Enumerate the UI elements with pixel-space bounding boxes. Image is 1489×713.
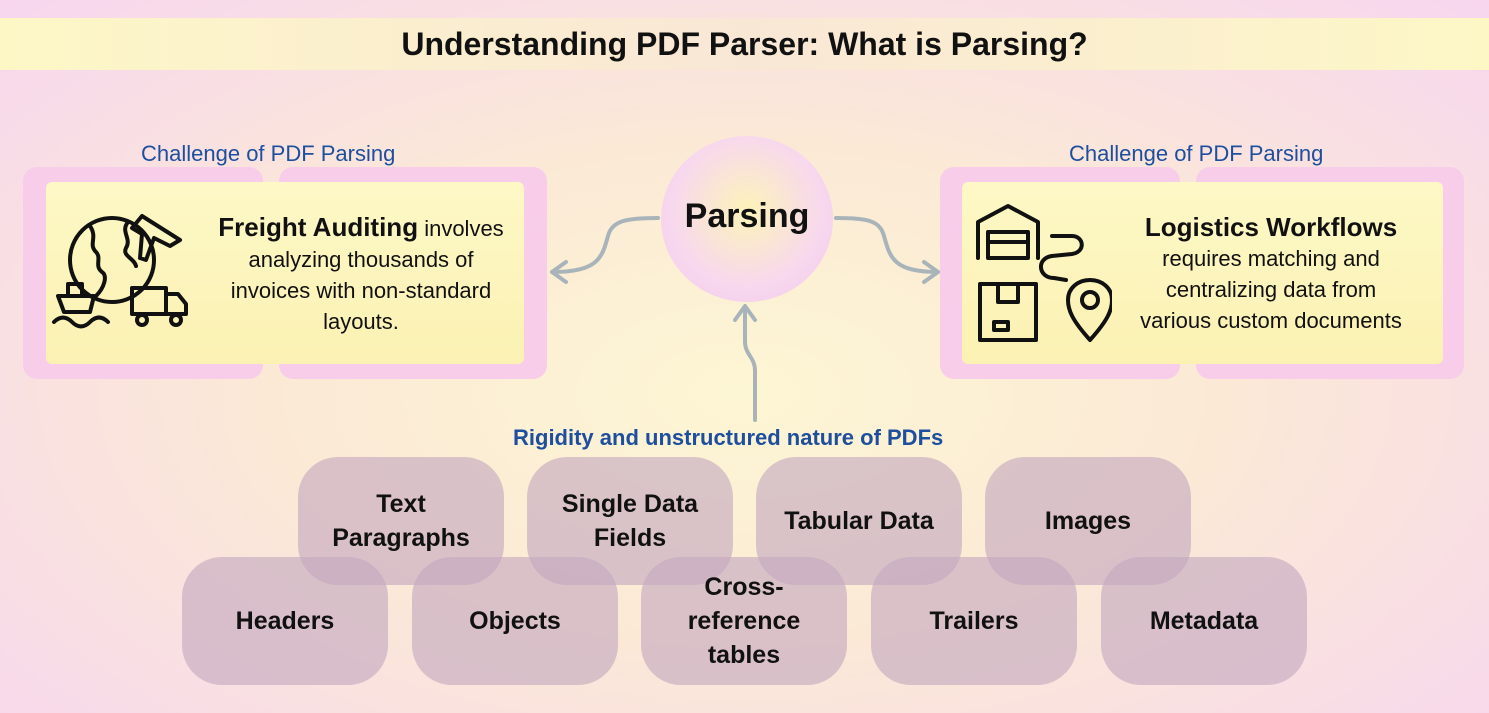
element-pill-trailers: Trailers <box>871 557 1077 685</box>
right-card: Logistics Workflows requires matching an… <box>962 182 1443 364</box>
freight-globe-ship-truck-icon <box>52 214 188 329</box>
right-card-line2: centralizing data from <box>1165 277 1377 302</box>
parsing-hub: Parsing <box>661 136 833 302</box>
left-card: Freight Auditing involves analyzing thou… <box>46 182 524 364</box>
left-card-line4: layouts. <box>323 309 399 334</box>
arrow-to-left-card <box>550 216 660 274</box>
element-pill-cross-reference-tables: Cross-reference tables <box>641 557 847 685</box>
right-card-line1: requires matching and <box>1162 246 1380 271</box>
element-pill-metadata: Metadata <box>1101 557 1307 685</box>
arrow-head-right <box>922 260 940 284</box>
arrow-up-to-hub <box>743 306 757 422</box>
left-card-caption: Challenge of PDF Parsing <box>141 141 396 166</box>
bottom-caption: Rigidity and unstructured nature of PDFs <box>513 425 944 450</box>
right-card-text: Logistics Workflows requires matching an… <box>1112 212 1430 336</box>
arrow-head-left <box>550 260 568 284</box>
arrow-head-up <box>733 304 757 322</box>
element-pill-headers: Headers <box>182 557 388 685</box>
right-card-heading: Logistics Workflows <box>1144 212 1398 242</box>
left-card-text: Freight Auditing involves analyzing thou… <box>196 212 526 337</box>
left-card-line2: analyzing thousands of <box>248 247 474 272</box>
element-pill-objects: Objects <box>412 557 618 685</box>
title-bar: Understanding PDF Parser: What is Parsin… <box>0 18 1489 70</box>
left-card-line1: involves <box>424 216 504 241</box>
warehouse-box-location-icon <box>976 204 1112 342</box>
page-title: Understanding PDF Parser: What is Parsin… <box>401 25 1088 62</box>
right-card-line3: various custom documents <box>1140 308 1402 333</box>
right-card-caption: Challenge of PDF Parsing <box>1069 141 1324 166</box>
left-card-heading: Freight Auditing <box>218 212 419 242</box>
hub-label: Parsing <box>684 196 810 235</box>
left-card-line3: invoices with non-standard <box>230 278 492 303</box>
arrow-to-right-card <box>834 216 940 274</box>
